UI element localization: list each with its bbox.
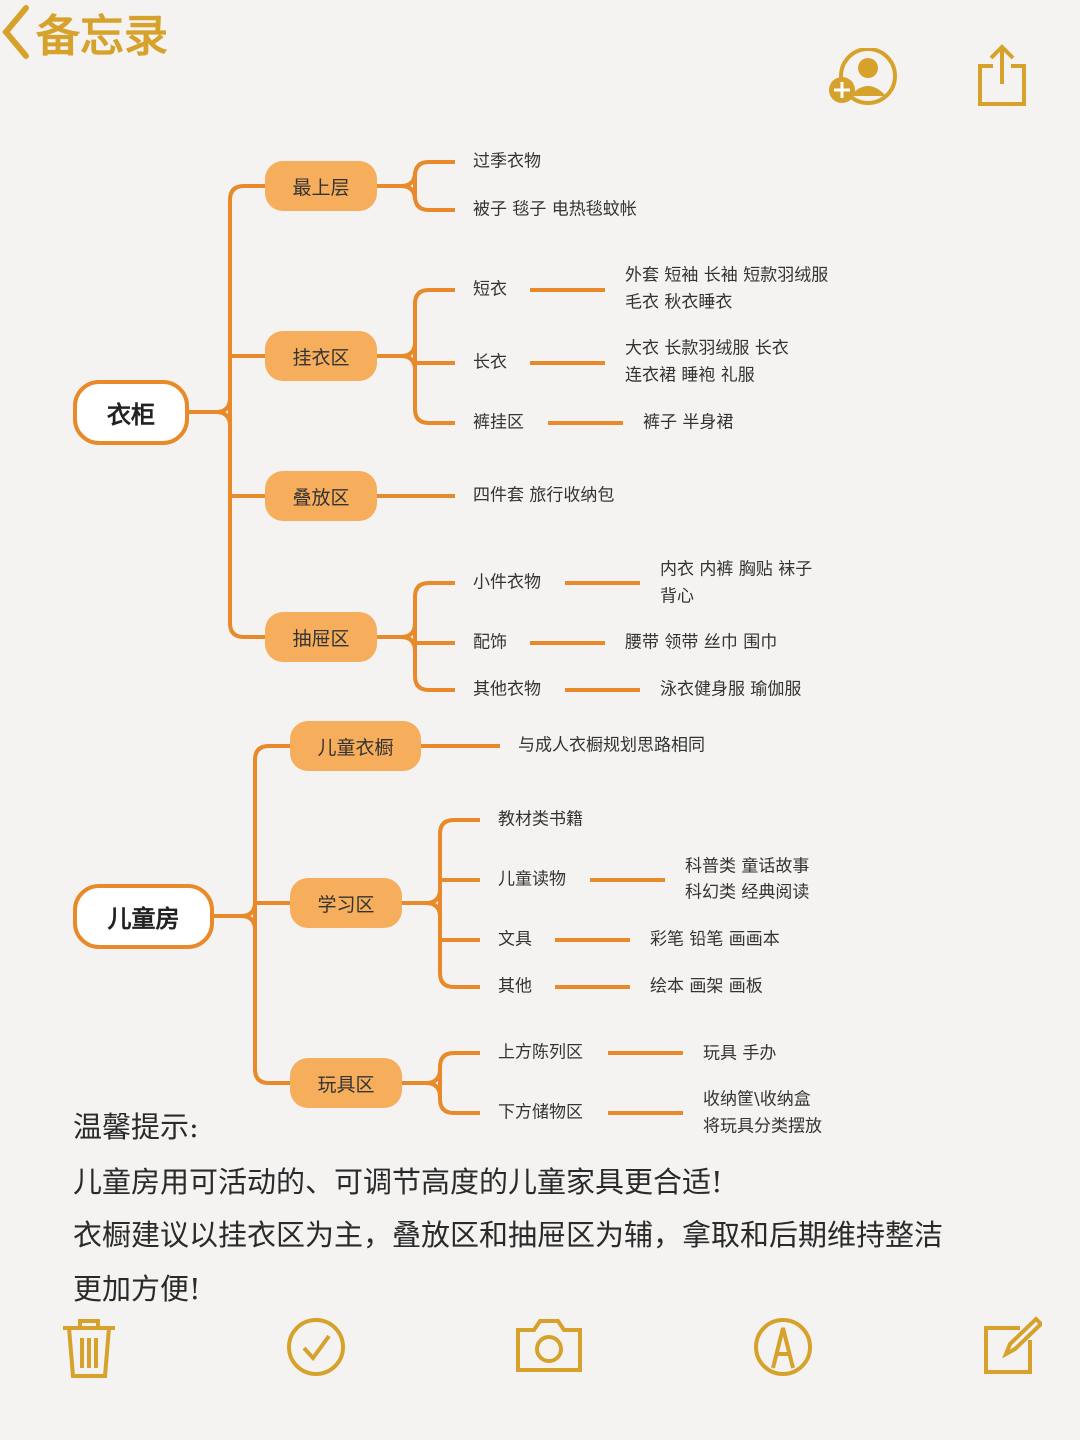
connector xyxy=(438,1098,480,1115)
connector xyxy=(228,184,265,201)
checklist-icon[interactable] xyxy=(285,1316,347,1378)
leaf-detail: 内衣 内裤 胸贴 袜子 xyxy=(660,559,813,580)
node-top-shelf: 最上层 xyxy=(265,161,377,211)
connector xyxy=(413,288,455,305)
leaf: 配饰 xyxy=(473,632,507,653)
connector xyxy=(413,408,455,425)
compose-icon[interactable] xyxy=(980,1316,1042,1378)
connector xyxy=(413,160,455,177)
connector xyxy=(215,410,232,427)
connector xyxy=(377,341,417,358)
leaf: 四件套 旅行收纳包 xyxy=(473,485,615,506)
connector xyxy=(413,581,455,598)
connector xyxy=(240,914,257,931)
connector xyxy=(253,1068,290,1085)
leaf: 短衣 xyxy=(473,279,507,300)
root-node-wardrobe: 衣柜 xyxy=(73,380,189,445)
leaf-detail: 绘本 画架 画板 xyxy=(650,976,763,997)
node-hanging: 挂衣区 xyxy=(265,331,377,381)
tip-line: 更加方便! xyxy=(73,1272,201,1306)
connector xyxy=(377,171,417,188)
leaf: 与成人衣橱规划思路相同 xyxy=(518,735,705,756)
tip-line: 衣橱建议以挂衣区为主，叠放区和抽屉区为辅，拿取和后期维持整洁 xyxy=(73,1218,944,1252)
connector xyxy=(438,972,480,989)
leaf-detail: 科普类 童话故事 xyxy=(685,856,810,877)
connector xyxy=(189,397,232,414)
chevron-left-icon xyxy=(2,5,29,59)
leaf: 其他 xyxy=(498,976,532,997)
connector xyxy=(400,184,417,201)
leaf-detail: 背心 xyxy=(660,586,694,607)
leaf-detail: 彩笔 铅笔 画画本 xyxy=(650,929,780,950)
leaf-detail: 将玩具分类摆放 xyxy=(703,1116,822,1137)
add-person-icon[interactable] xyxy=(828,48,900,106)
leaf: 上方陈列区 xyxy=(498,1042,583,1063)
leaf: 过季衣物 xyxy=(473,151,541,172)
leaf: 长衣 xyxy=(473,352,507,373)
leaf: 其他衣物 xyxy=(473,679,541,700)
leaf-detail: 科幻类 经典阅读 xyxy=(685,882,810,903)
connector xyxy=(413,195,455,212)
connector xyxy=(438,1051,480,1068)
leaf-detail: 连衣裙 睡袍 礼服 xyxy=(625,365,755,386)
leaf-detail: 大衣 长款羽绒服 长衣 xyxy=(625,338,789,359)
connector xyxy=(425,901,442,918)
node-kids-closet: 儿童衣橱 xyxy=(290,721,421,771)
back-button[interactable]: 备忘录 xyxy=(0,0,1080,64)
leaf-detail: 玩具 手办 xyxy=(703,1043,777,1064)
leaf-detail: 外套 短袖 长袖 短款羽绒服 xyxy=(625,265,829,286)
connector xyxy=(228,622,265,639)
connector xyxy=(413,675,455,692)
connector xyxy=(214,901,257,918)
leaf-detail: 毛衣 秋衣睡衣 xyxy=(625,292,733,313)
connector xyxy=(400,354,417,371)
leaf: 教材类书籍 xyxy=(498,809,583,830)
back-label: 备忘录 xyxy=(36,11,168,62)
connector xyxy=(400,635,417,652)
leaf-detail: 收纳筐\收纳盒 xyxy=(703,1089,811,1110)
connector xyxy=(438,818,480,835)
leaf-detail: 裤子 半身裙 xyxy=(643,412,734,433)
connector xyxy=(425,1081,442,1098)
node-drawer: 抽屉区 xyxy=(265,612,377,662)
leaf: 小件衣物 xyxy=(473,572,541,593)
leaf: 裤挂区 xyxy=(473,412,524,433)
leaf: 被子 毯子 电热毯蚊帐 xyxy=(473,199,637,220)
tip-line: 儿童房用可活动的、可调节高度的儿童家具更合适! xyxy=(73,1165,723,1199)
node-study: 学习区 xyxy=(290,878,402,928)
camera-icon[interactable] xyxy=(514,1316,584,1374)
leaf: 下方储物区 xyxy=(498,1102,583,1123)
leaf-detail: 泳衣健身服 瑜伽服 xyxy=(660,679,802,700)
connector xyxy=(253,744,290,761)
root-node-kids-room: 儿童房 xyxy=(73,884,214,949)
connector xyxy=(402,1068,442,1085)
node-toys: 玩具区 xyxy=(290,1058,402,1108)
share-icon[interactable] xyxy=(975,44,1029,108)
tip-heading: 温馨提示: xyxy=(73,1110,199,1144)
node-folding: 叠放区 xyxy=(265,471,377,521)
connector xyxy=(402,888,442,905)
trash-icon[interactable] xyxy=(60,1316,118,1380)
connector xyxy=(377,622,417,639)
markup-icon[interactable] xyxy=(752,1316,814,1378)
leaf-detail: 腰带 领带 丝巾 围巾 xyxy=(625,632,778,653)
leaf: 儿童读物 xyxy=(498,869,566,890)
leaf: 文具 xyxy=(498,929,532,950)
